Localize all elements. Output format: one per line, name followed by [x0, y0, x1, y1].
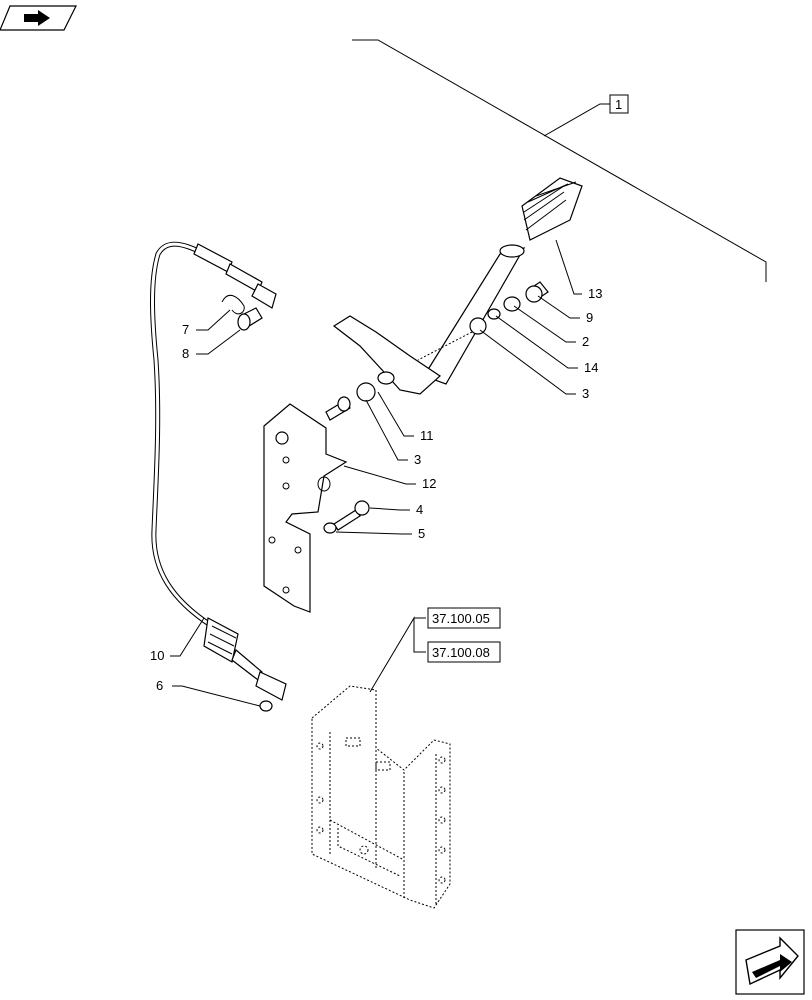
- callout-5: 5: [418, 526, 425, 541]
- leader-lines: [170, 239, 582, 707]
- callout-11: 11: [420, 428, 434, 443]
- group-bracket: 1: [352, 39, 767, 282]
- callout-13: 13: [588, 286, 602, 301]
- bolt-4: [333, 500, 370, 531]
- callout-10: 10: [150, 648, 164, 663]
- retaining-clip: [259, 700, 273, 712]
- bush-3-upper: [469, 317, 487, 335]
- reference-box-1[interactable]: 37.100.05: [427, 607, 501, 629]
- callout-14: 14: [584, 360, 598, 375]
- clevis-pin: [237, 307, 263, 331]
- reference-box-2[interactable]: 37.100.08: [427, 641, 501, 663]
- callout-6: 6: [156, 678, 163, 693]
- reference-label-1: 37.100.05: [432, 611, 490, 626]
- callout-12: 12: [422, 476, 436, 491]
- hand-lever: [332, 244, 526, 395]
- rubber-boot: [521, 177, 583, 241]
- callout-8: 8: [182, 346, 189, 361]
- reference-frame: [311, 685, 451, 909]
- callout-7: 7: [182, 322, 189, 337]
- callout-3-lower: 3: [414, 452, 421, 467]
- next-page-arrow-icon[interactable]: [735, 929, 805, 995]
- bush-9: [525, 281, 549, 303]
- spring-clip: [221, 294, 245, 315]
- callout-4: 4: [416, 502, 423, 517]
- reference-label-2: 37.100.08: [432, 645, 490, 660]
- callout-9: 9: [586, 310, 593, 325]
- reference-connector: [369, 616, 426, 693]
- bush-3-lower: [356, 382, 376, 402]
- group-label: 1: [615, 97, 622, 112]
- callout-2: 2: [582, 334, 589, 349]
- control-cable: [150, 241, 287, 701]
- callout-3-upper: 3: [582, 386, 589, 401]
- pin-11: [325, 396, 351, 421]
- washer-5: [323, 522, 337, 534]
- parts-catalog-arrow-icon[interactable]: [0, 5, 77, 31]
- bracket-plate: [263, 403, 348, 613]
